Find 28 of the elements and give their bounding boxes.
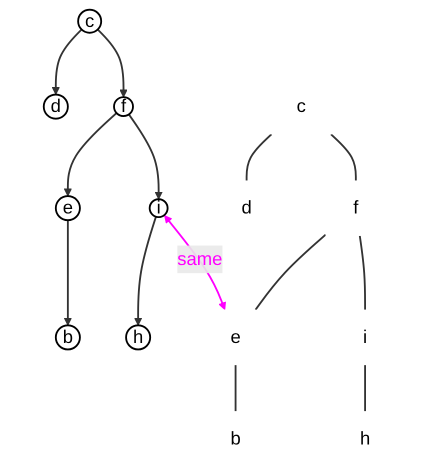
node-text: d (242, 198, 252, 218)
arrow (52, 28, 82, 95)
connector (330, 134, 357, 180)
node-circle: f (113, 96, 134, 118)
node-text: e (230, 327, 241, 348)
node-circle: c (77, 8, 102, 34)
connector (234, 365, 237, 412)
node-text: i (363, 327, 368, 348)
connector (246, 134, 272, 180)
connector (255, 234, 326, 310)
node-circle: d (43, 94, 69, 120)
arrow (128, 114, 163, 200)
node-circle: b (55, 324, 82, 350)
arrow (64, 112, 118, 196)
node-text: h (360, 428, 370, 450)
node-text: b (230, 428, 241, 450)
arrow (97, 28, 128, 98)
node-circle: i (148, 198, 169, 218)
connector (364, 365, 366, 412)
arrow (164, 215, 226, 310)
node-circle: h (125, 324, 152, 350)
node-text: c (296, 96, 306, 117)
node-text: f (353, 198, 359, 218)
arrow (134, 216, 157, 326)
connector (359, 236, 366, 310)
arrow (64, 220, 72, 326)
node-circle: e (55, 195, 82, 222)
edge-label: same (177, 249, 223, 270)
